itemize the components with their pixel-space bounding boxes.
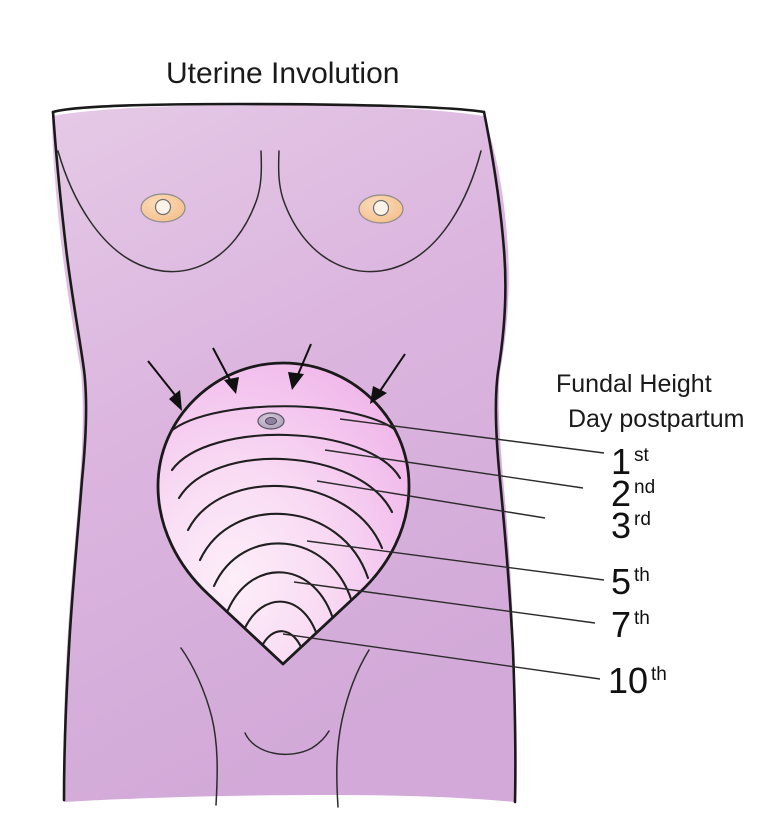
torso-right-edge bbox=[482, 110, 517, 804]
day-number: 10 bbox=[608, 660, 648, 701]
left-inner-thigh bbox=[180, 647, 218, 806]
day-label-7: 7 th bbox=[611, 604, 650, 645]
left-nipple bbox=[140, 193, 186, 223]
day-suffix: nd bbox=[634, 477, 655, 498]
page-title: Uterine Involution bbox=[166, 57, 399, 90]
day-label-3: 3 rd bbox=[611, 505, 651, 546]
leader-line-day-5 bbox=[306, 540, 605, 581]
involution-arc-7 bbox=[226, 571, 336, 624]
day-suffix: rd bbox=[634, 509, 651, 530]
day-number: 2 bbox=[611, 473, 631, 514]
fundal-pressure-arrows bbox=[147, 343, 406, 411]
leader-line-day-3 bbox=[316, 480, 546, 519]
leader-line-day-1 bbox=[339, 418, 605, 454]
torso-shoulder-line bbox=[51, 102, 486, 114]
leader-line-day-2 bbox=[324, 449, 584, 489]
involution-contour-lines bbox=[164, 405, 406, 654]
involution-arc-2 bbox=[170, 433, 402, 480]
leader-lines bbox=[282, 418, 605, 680]
involution-arc-6 bbox=[212, 542, 354, 604]
arrow-4 bbox=[370, 353, 406, 404]
day-suffix: th bbox=[651, 664, 667, 685]
day-suffix: th bbox=[634, 565, 650, 586]
legend: Fundal Height Day postpartum 1 st 2 nd 3… bbox=[556, 370, 744, 701]
day-suffix: th bbox=[634, 608, 650, 629]
right-nipple bbox=[358, 194, 404, 224]
day-label-1: 1 st bbox=[611, 441, 650, 482]
leader-line-day-7 bbox=[293, 581, 596, 624]
day-number: 1 bbox=[611, 441, 631, 482]
right-breast-contour bbox=[277, 150, 482, 273]
legend-header-fundal-height: Fundal Height bbox=[556, 370, 712, 398]
torso-left-edge bbox=[51, 110, 88, 802]
involution-arc-5 bbox=[198, 512, 370, 580]
arrow-3 bbox=[288, 343, 312, 390]
day-suffix: st bbox=[634, 445, 650, 466]
arrow-1 bbox=[147, 360, 182, 411]
day-number: 3 bbox=[611, 505, 631, 546]
involution-arc-1 bbox=[164, 405, 406, 440]
day-label-10: 10 th bbox=[608, 660, 667, 701]
day-number: 7 bbox=[611, 604, 631, 645]
pubic-contour bbox=[244, 730, 330, 755]
involution-arc-9 bbox=[259, 630, 305, 654]
day-label-5: 5 th bbox=[611, 561, 650, 602]
legend-header-day-postpartum: Day postpartum bbox=[568, 405, 744, 433]
navel bbox=[257, 412, 285, 430]
day-label-2: 2 nd bbox=[611, 473, 655, 514]
involution-arc-8 bbox=[242, 600, 320, 640]
arrow-2 bbox=[212, 347, 239, 394]
leader-line-day-10 bbox=[282, 633, 601, 680]
involution-arc-4 bbox=[186, 485, 384, 550]
day-number: 5 bbox=[611, 561, 631, 602]
left-breast-contour bbox=[57, 150, 263, 273]
right-inner-thigh bbox=[336, 649, 370, 808]
